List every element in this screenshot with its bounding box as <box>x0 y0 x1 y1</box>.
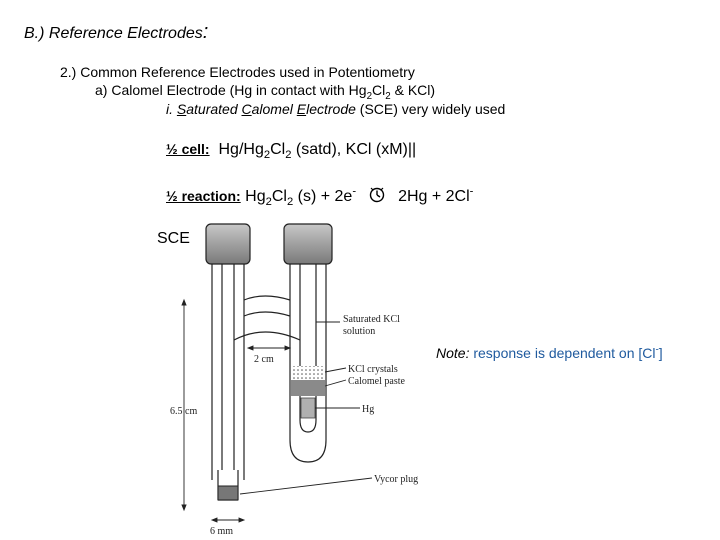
outline-line-3: i. Saturated Calomel Electrode (SCE) ver… <box>166 101 506 117</box>
mercury <box>300 397 316 419</box>
note: Note: response is dependent on [Cl-] <box>436 344 663 361</box>
saturated-kcl-label: Saturated KCl <box>343 314 400 325</box>
sce-label: SCE <box>157 230 190 247</box>
vycor-plug-label: Vycor plug <box>374 474 418 485</box>
left-cap <box>205 223 251 265</box>
outline-line-2: a) Calomel Electrode (Hg in contact with… <box>95 82 436 102</box>
vycor-plug <box>217 485 239 501</box>
hg-label: Hg <box>362 404 374 415</box>
calomel-paste-label: Calomel paste <box>348 376 405 387</box>
outline-line-1: 2.) Common Reference Electrodes used in … <box>60 64 415 80</box>
calomel-paste <box>291 380 325 396</box>
kcl-crystals <box>291 366 325 380</box>
half-reaction: ½ reaction: Hg2Cl2 (s) + 2e-2Hg + 2Cl- <box>166 185 474 209</box>
six-mm-label: 6 mm <box>210 526 233 537</box>
equilibrium-arrow-icon <box>369 187 385 203</box>
two-cm-label: 2 cm <box>254 354 274 365</box>
half-cell-notation: ½ cell: Hg/Hg2Cl2 (satd), KCl (xM)|| <box>166 141 417 162</box>
six-five-cm-label: 6.5 cm <box>170 406 197 417</box>
solution-label: solution <box>343 326 375 337</box>
page-title: B.) Reference Electrodes: <box>24 21 209 43</box>
kcl-crystals-label: KCl crystals <box>348 364 398 375</box>
right-cap <box>283 223 333 265</box>
